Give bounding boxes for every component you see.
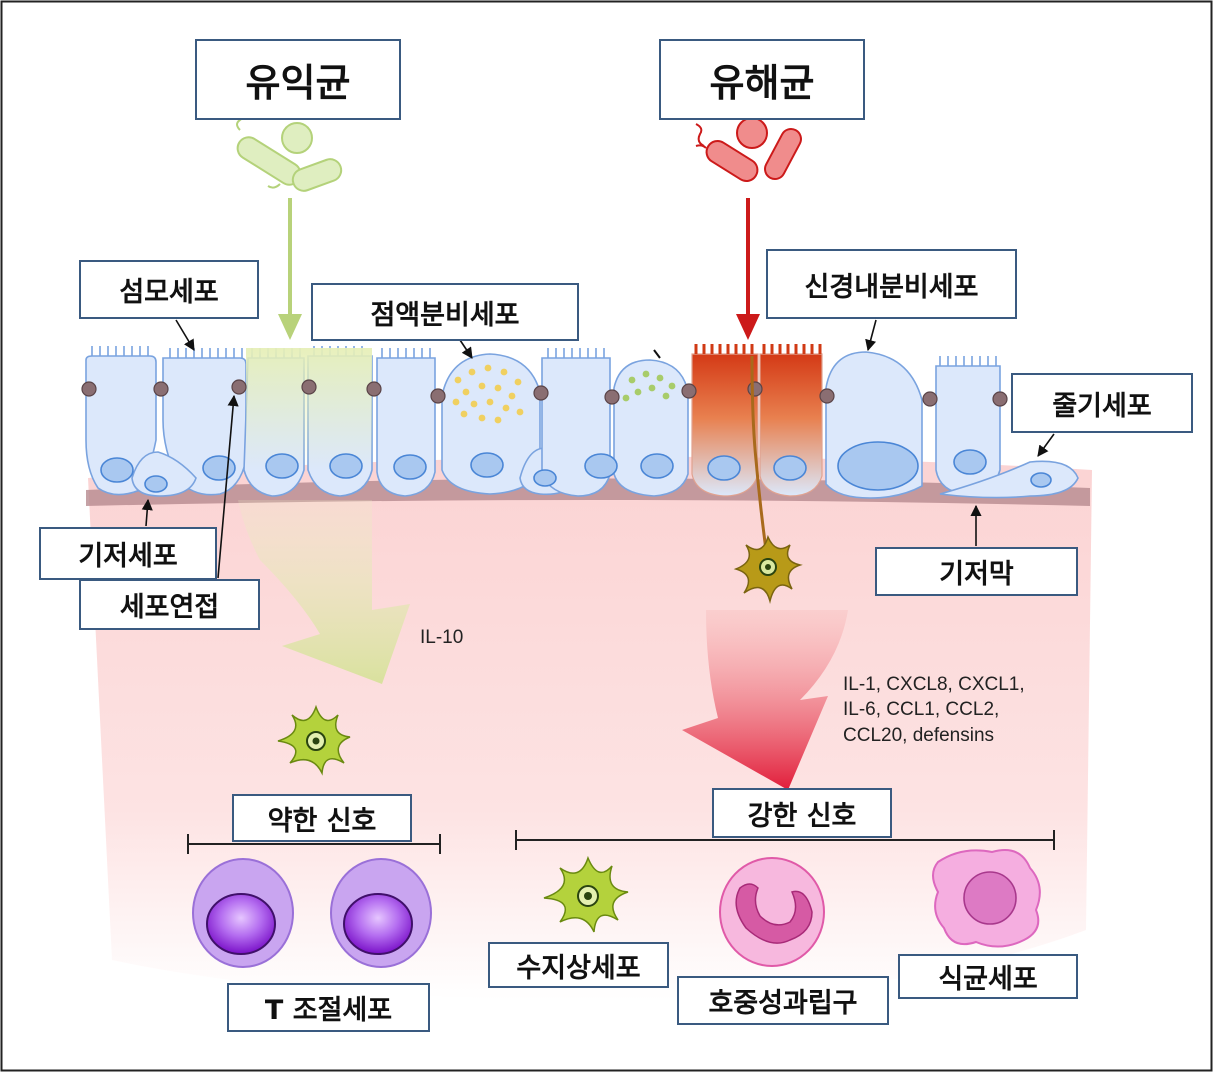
harmful-bacteria-icon (695, 117, 802, 183)
neuroendocrine-cell-label: 신경내분비세포 (766, 249, 1017, 319)
stem-cell-label: 줄기세포 (1011, 373, 1193, 433)
weak-signal-arrow (238, 500, 410, 684)
basal-cell-label: 기저세포 (39, 527, 217, 580)
t-regulatory-cells (192, 858, 432, 968)
cell-junction-label: 세포연접 (79, 579, 260, 630)
strong-signal-label: 강한 신호 (712, 788, 892, 838)
goblet-granules-green (622, 370, 676, 402)
neutrophil-label: 호중성과립구 (677, 976, 889, 1025)
cell-nuclei (100, 441, 1052, 493)
dendritic-cell-bottom (543, 855, 629, 933)
basement-membrane-label: 기저막 (875, 547, 1078, 596)
goblet-cell-label: 점액분비세포 (311, 283, 579, 341)
dendritic-cell-weak (277, 704, 351, 776)
neutrophil-cell (719, 857, 825, 967)
strong-signal-arrow (682, 610, 848, 790)
dendritic-cell-upper (733, 534, 803, 604)
harmful-arrow (736, 198, 760, 340)
neural-process (750, 355, 768, 551)
beneficial-bacteria-label: 유익균 (195, 39, 401, 120)
beneficial-signal-column (246, 348, 372, 470)
beneficial-arrow (278, 198, 302, 340)
weak-signal-label: 약한 신호 (232, 794, 412, 842)
beneficial-bacteria-icon (236, 109, 343, 192)
ciliated-cell-label: 섬모세포 (79, 260, 259, 319)
label-pointers (141, 319, 1055, 579)
goblet-granules-yellow (452, 364, 524, 424)
cell-junctions (81, 379, 1008, 407)
strong-cytokine-line-1: IL-1, CXCL8, CXCL1, (843, 674, 1025, 695)
dendritic-cell-label: 수지상세포 (488, 942, 669, 988)
small-tick (653, 349, 661, 359)
macrophage-cell (932, 849, 1041, 948)
macrophage-label: 식균세포 (898, 954, 1078, 999)
strong-signal-bracket (515, 830, 1055, 850)
t-regulatory-cell-label: T 조절세포 (227, 983, 430, 1032)
strong-cytokine-line-3: CCL20, defensins (843, 725, 995, 746)
harmful-bacteria-label: 유해균 (659, 39, 865, 120)
strong-cytokine-line-2: IL-6, CCL1, CCL2, (843, 699, 1000, 720)
weak-cytokine-text: IL-10 (420, 627, 464, 648)
weak-signal-bracket (187, 834, 441, 854)
